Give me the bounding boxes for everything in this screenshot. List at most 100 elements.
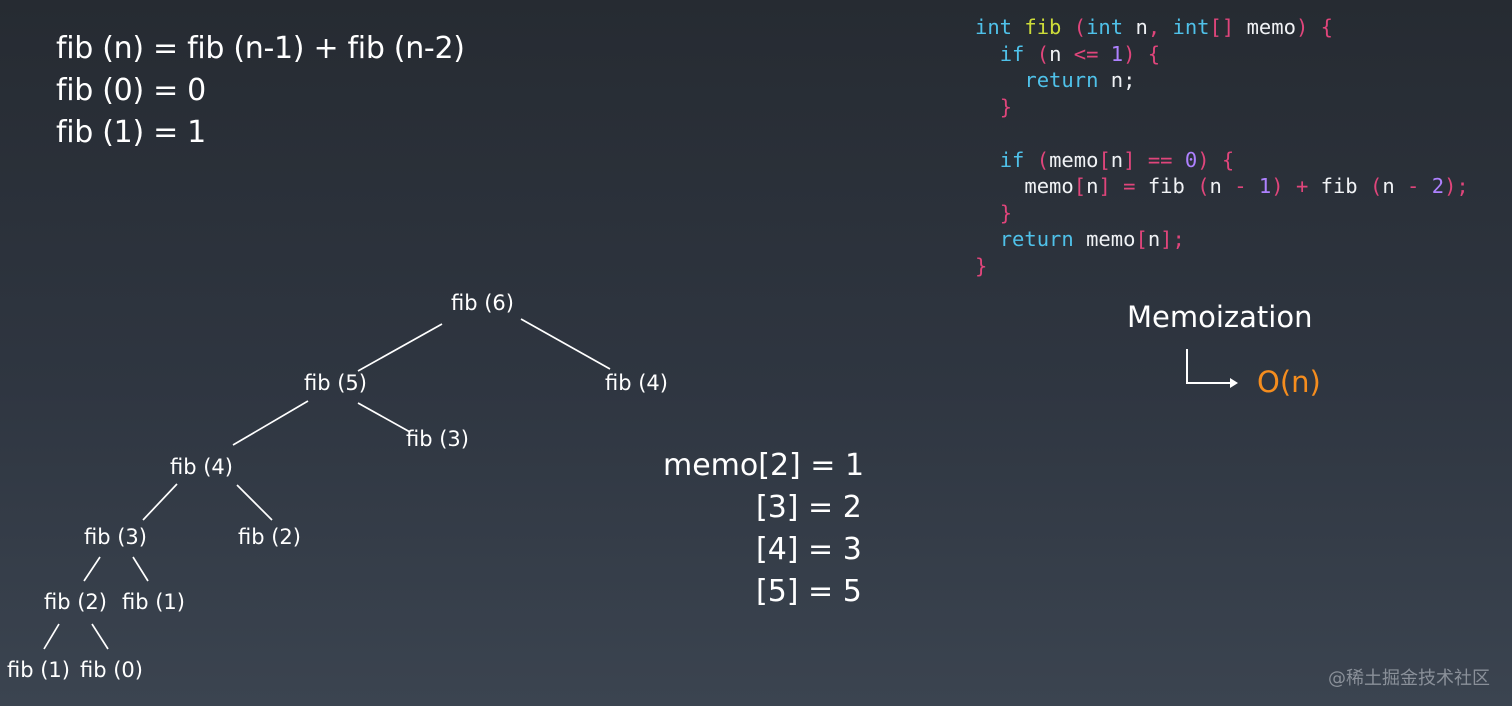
tree-node-fib3-left: fib (3) xyxy=(84,525,147,549)
code-token: ); xyxy=(1444,174,1469,198)
code-token: if xyxy=(999,41,1037,66)
edge-fib3-fib1 xyxy=(132,556,149,582)
code-token: [ xyxy=(1073,174,1087,198)
memo-entry-3: [3] = 2 xyxy=(756,490,862,525)
complexity-label: O(n) xyxy=(1257,365,1321,399)
code-token: ) { xyxy=(1197,147,1235,172)
code-token: n xyxy=(1110,147,1124,172)
code-line: } xyxy=(975,94,1512,121)
code-token: 2 xyxy=(1431,174,1445,198)
code-token: [] xyxy=(1209,15,1247,39)
code-token: ( xyxy=(1036,147,1050,172)
tree-node-fib0-leaf: fib (0) xyxy=(80,658,143,682)
code-token: fib xyxy=(1024,15,1074,39)
code-token: if xyxy=(999,147,1037,172)
tree-node-fib3-right: fib (3) xyxy=(406,427,469,451)
code-token: fib xyxy=(1147,174,1198,198)
code-token: [ xyxy=(1098,147,1111,172)
code-token: ) { xyxy=(1295,15,1333,39)
tree-node-fib6: fib (6) xyxy=(451,291,514,315)
code-token: n xyxy=(1086,174,1099,198)
code-token: } xyxy=(975,253,988,278)
tree-node-fib2-left: fib (2) xyxy=(44,590,107,614)
code-token: return xyxy=(999,227,1087,251)
code-token: memo xyxy=(1246,15,1296,39)
code-line: return n; xyxy=(975,67,1512,94)
edge-fib4-fib3 xyxy=(142,483,178,521)
code-block: int fib (int n, int[] memo) { if (n <= 1… xyxy=(975,14,1512,279)
code-token: ] xyxy=(1123,147,1148,172)
code-token: return xyxy=(1024,68,1111,92)
edge-fib5-fib4 xyxy=(232,400,309,446)
tree-node-fib4-left: fib (4) xyxy=(170,455,233,479)
code-line: if (memo[n] == 0) { xyxy=(975,147,1512,174)
code-token xyxy=(975,42,1000,66)
code-token: ( xyxy=(1197,174,1210,198)
code-token xyxy=(975,148,1000,172)
code-line xyxy=(975,120,1512,147)
code-token xyxy=(975,201,1000,225)
formula-base-one: fib (1) = 1 xyxy=(56,115,206,150)
bent-arrow-icon xyxy=(1186,349,1238,388)
edge-fib3-fib2 xyxy=(83,556,101,582)
memo-entry-5: [5] = 5 xyxy=(756,574,862,609)
code-token: n xyxy=(1147,227,1161,251)
memoization-title: Memoization xyxy=(1127,300,1313,334)
code-token: memo xyxy=(975,174,1074,198)
formula-recurrence: fib (n) = fib (n-1) + fib (n-2) xyxy=(56,31,465,66)
code-token: fib xyxy=(1320,174,1370,198)
code-token: memo xyxy=(1086,227,1136,251)
tree-node-fib2-right: fib (2) xyxy=(238,525,301,549)
code-token: n xyxy=(1049,41,1074,66)
tree-node-fib1-mid: fib (1) xyxy=(122,590,185,614)
code-token: int xyxy=(1086,15,1136,39)
tree-node-fib4-right: fib (4) xyxy=(605,371,668,395)
code-token xyxy=(975,95,1000,119)
edge-fib2-fib0 xyxy=(91,623,109,650)
code-line: } xyxy=(975,200,1512,227)
code-token: + xyxy=(1295,174,1321,198)
code-token xyxy=(975,227,1000,251)
code-token: ) xyxy=(1271,174,1296,198)
code-token: ] xyxy=(1098,174,1124,198)
code-token: ) { xyxy=(1123,41,1161,66)
code-token: int xyxy=(975,15,1025,39)
code-token xyxy=(975,68,1024,92)
code-token: ( xyxy=(1036,41,1050,66)
code-line: if (n <= 1) { xyxy=(975,41,1512,68)
code-token: 0 xyxy=(1184,147,1198,172)
code-token: int xyxy=(1172,15,1210,39)
edge-fib6-fib4 xyxy=(520,318,611,370)
code-token: == xyxy=(1147,147,1185,172)
edge-fib2-fib1 xyxy=(43,623,60,650)
code-token: [ xyxy=(1135,227,1148,251)
code-token: } xyxy=(999,94,1013,119)
tree-edges xyxy=(43,318,611,650)
code-token: ( xyxy=(1073,15,1087,39)
code-token: ( xyxy=(1370,174,1383,198)
tree-node-fib1-leaf: fib (1) xyxy=(7,658,70,682)
code-token: memo xyxy=(1049,147,1099,172)
code-line: memo[n] = fib (n - 1) + fib (n - 2); xyxy=(975,173,1512,200)
code-token: - xyxy=(1234,174,1259,198)
code-line: return memo[n]; xyxy=(975,226,1512,253)
watermark: @稀土掘金技术社区 xyxy=(1328,668,1490,689)
edge-fib6-fib5 xyxy=(357,323,443,372)
code-token: = xyxy=(1123,174,1148,198)
edge-fib4-fib2 xyxy=(236,484,273,521)
code-token: 1 xyxy=(1110,41,1124,66)
code-token: ]; xyxy=(1160,227,1185,251)
memo-entry-2: memo[2] = 1 xyxy=(663,448,865,483)
code-token: 1 xyxy=(1258,174,1272,198)
formula-base-zero: fib (0) = 0 xyxy=(56,73,206,108)
code-token: <= xyxy=(1073,41,1111,66)
memo-entry-4: [4] = 3 xyxy=(756,532,862,567)
code-token: n xyxy=(1382,174,1408,198)
edge-fib5-fib3 xyxy=(357,402,411,433)
code-token: , xyxy=(1147,15,1173,39)
tree-nodes: fib (6) fib (5) fib (4) fib (3) fib (4) … xyxy=(7,291,668,682)
code-line: int fib (int n, int[] memo) { xyxy=(975,14,1512,41)
tree-node-fib5: fib (5) xyxy=(304,371,367,395)
code-token: n xyxy=(1135,15,1148,39)
